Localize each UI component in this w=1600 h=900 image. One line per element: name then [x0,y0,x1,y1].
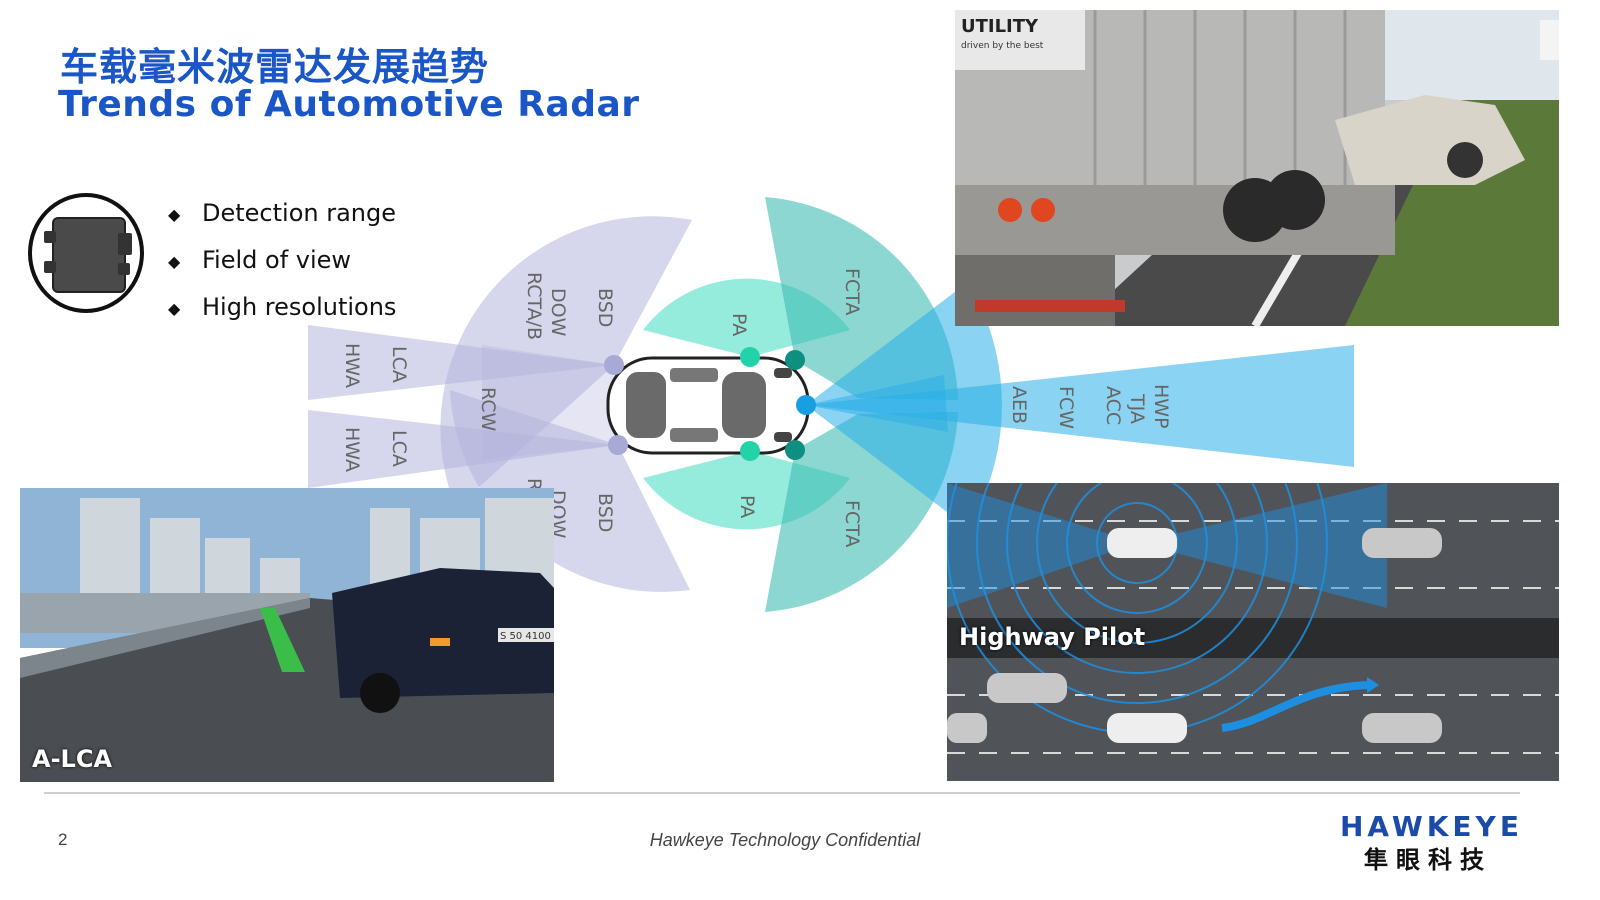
highway-pilot-label: Highway Pilot [959,623,1146,651]
slide-title-cn: 车载毫米波雷达发展趋势 [60,45,490,89]
label-rcw: RCW [477,387,499,432]
bullet-item: ◆ High resolutions [168,284,396,331]
bullet-text: Field of view [202,246,352,274]
bullet-text: High resolutions [202,293,397,321]
front-beam-overlap [806,375,948,432]
label-hwp: HWP [1150,384,1172,429]
diamond-bullet-icon: ◆ [168,204,181,224]
confidential-notice: Hawkeye Technology Confidential [649,830,921,850]
label-hwa-bottom: HWA [341,427,363,472]
rear-left-lca-beam [308,325,614,400]
pa-right-sensor [740,441,760,461]
radar-device-icon [28,193,144,313]
diamond-bullet-icon: ◆ [168,298,181,318]
radar-mount-tab [44,231,56,243]
radar-mount-tab [118,263,130,275]
label-pa-bottom: PA [736,495,758,518]
label-pa-top: PA [728,313,750,336]
label-lca-bottom: LCA [388,430,410,467]
highway-pilot-photo: Highway Pilot [947,483,1559,781]
label-aeb: AEB [1008,386,1030,424]
slide-title-en: Trends of Automotive Radar [58,84,640,125]
bullet-text: Detection range [202,199,397,227]
page-number: 2 [58,830,68,849]
label-hwa-top: HWA [341,343,363,388]
hawkeye-logo-cn-text: 隼眼科技 [1364,846,1492,874]
front-right-corner-sensor [785,440,805,460]
radar-coverage-diagram: BSD DOW RCTA/B LCA HWA RCW LCA HWA BSD D… [308,197,1354,612]
diamond-bullet-icon: ◆ [168,251,181,271]
highway-pilot-illustration [947,483,1559,781]
footer-divider [44,792,1520,794]
car-plate-text: S 50 4100 [500,631,551,642]
rear-right-lca-beam [308,410,618,488]
front-long-range-beam [806,345,1354,467]
hawkeye-logo-text: HAWKEYE [1340,810,1523,843]
label-fcta-top: FCTA [841,268,863,315]
alca-simulation-photo: S 50 4100 A-LCA [20,488,554,782]
bullet-item: ◆ Detection range [168,190,396,237]
label-rcta-top: RCTA/B [523,272,545,340]
label-bsd-top: BSD [594,288,616,327]
front-long-range-sensor [796,395,816,415]
label-fcta-bottom: FCTA [841,500,863,547]
rear-right-radar-sensor [608,435,628,455]
radar-connector [118,233,132,255]
label-acc: ACC [1102,386,1124,425]
label-dow-top: DOW [547,288,569,337]
truck-crash-illustration: UTILITY driven by the best [955,10,1559,326]
label-tja: TJA [1126,393,1148,424]
rear-rcw-zone [482,345,618,460]
feature-bullet-list: ◆ Detection range ◆ Field of view ◆ High re… [168,190,396,331]
radar-mount-tab [44,261,56,273]
label-bsd-bottom: BSD [594,493,616,532]
car-top-view-icon [606,356,810,455]
alca-label: A-LCA [32,745,113,773]
alca-scene-illustration: S 50 4100 [20,488,554,782]
truck-crash-photo: UTILITY driven by the best [955,10,1559,326]
label-fcw: FCW [1055,386,1077,429]
pa-left-sensor [740,347,760,367]
truck-slogan-text: driven by the best [961,41,1044,51]
radar-module-body [52,217,126,293]
rear-left-radar-sensor [604,355,624,375]
front-left-corner-sensor [785,350,805,370]
label-lca-top: LCA [388,346,410,383]
bullet-item: ◆ Field of view [168,237,396,284]
truck-brand-text: UTILITY [961,16,1039,37]
